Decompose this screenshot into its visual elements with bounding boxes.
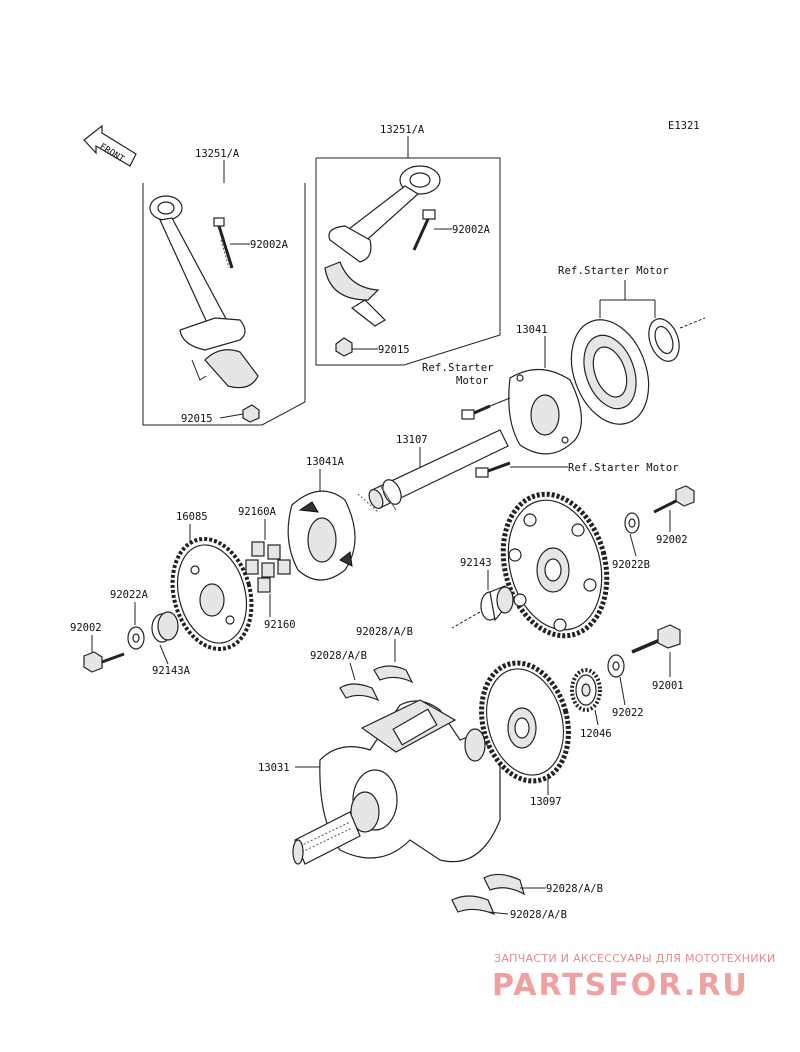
label-92022A: 92022A: [110, 589, 149, 601]
starter-clutch-ring: [570, 319, 650, 425]
nut-left: [242, 404, 260, 423]
starter-shaft: [357, 429, 509, 513]
connecting-rod-left: [149, 195, 259, 389]
main-bearing-shell-lower-b: [451, 895, 496, 916]
gear-16085: [170, 537, 254, 651]
label-nut-left: 92015: [181, 413, 213, 425]
bolt-92001-group: 92001: [631, 624, 684, 692]
label-bolt-left: 92002A: [250, 239, 289, 251]
diagram-code: E1321: [668, 120, 700, 132]
watermark-brand: PARTSFOR.RU: [492, 968, 749, 1003]
label-16085: 16085: [176, 511, 208, 523]
watermark-tagline: ЗАПЧАСТИ И АКСЕССУАРЫ ДЛЯ МОТОТЕХНИКИ: [494, 952, 776, 965]
label-92143: 92143: [460, 557, 492, 569]
bolt-92001: [631, 624, 681, 654]
conrod-right-group: 13251/A 92002A 92015: [315, 124, 501, 366]
label-bearing-lower-1: 92028/A/B: [546, 883, 603, 895]
label-92143A: 92143A: [152, 665, 191, 677]
bolt-92002-right: [653, 485, 695, 514]
starter-bolt-upper: [461, 404, 491, 420]
label-92022: 92022: [612, 707, 644, 719]
label-ref-starter-mid-1: Ref.Starter: [422, 362, 494, 374]
label-ref-starter-mid-2: Motor: [456, 375, 489, 387]
crankshaft: [292, 699, 501, 865]
coupling-hub: [287, 490, 356, 581]
label-13031: 13031: [258, 762, 290, 774]
bearing-92143: [480, 585, 514, 622]
washer-92022A: [127, 626, 145, 650]
shaft-13107-group: 13107: [357, 429, 509, 513]
bush-92143A: [151, 611, 179, 643]
label-ref-starter-top: Ref.Starter Motor: [558, 265, 669, 277]
gear-16085-group: 16085 92022A 92143A 92002: [70, 511, 254, 677]
large-gear: [500, 491, 610, 639]
rubber-damper: [245, 541, 291, 593]
washer-92022B: [624, 512, 640, 534]
label-bolt-right: 92002A: [452, 224, 491, 236]
crankshaft-group: 13031: [258, 699, 501, 865]
bolt-right: [412, 209, 436, 251]
starter-clutch-housing: [508, 368, 583, 455]
label-13041A: 13041A: [306, 456, 345, 468]
label-92160: 92160: [264, 619, 296, 631]
large-gear-group: 92143 92022B 92002: [451, 485, 695, 639]
nut-right: [335, 337, 353, 357]
label-13041: 13041: [516, 324, 548, 336]
front-arrow-icon: FRONT: [83, 124, 137, 167]
label-conrod-right: 13251/A: [380, 124, 425, 136]
label-92001: 92001: [652, 680, 684, 692]
gear-12046: [570, 668, 602, 712]
main-bearing-shell-lower-a: [483, 873, 525, 896]
label-92002-right: 92002: [656, 534, 688, 546]
washer-92022: [607, 654, 625, 678]
main-bearing-shell-upper-a: [339, 683, 380, 702]
label-92022B: 92022B: [612, 559, 650, 571]
connecting-rod-right: [324, 165, 441, 327]
conrod-right-frame: [315, 157, 501, 366]
label-92002-left: 92002: [70, 622, 102, 634]
gear-13097-group: 13097: [479, 660, 571, 808]
label-bearing-upper-1: 92028/A/B: [356, 626, 413, 638]
label-nut-right: 92015: [378, 344, 410, 356]
hub-13041A-group: 13041A: [287, 456, 356, 581]
starter-bolt-lower: [475, 461, 511, 478]
label-ref-starter-low: Ref.Starter Motor: [568, 462, 679, 474]
gear-13097: [479, 660, 571, 784]
bolt-left: [213, 217, 234, 269]
starter-clutch-group: Ref.Starter Motor 13041 Ref.Starter Moto…: [422, 265, 706, 478]
label-92160A: 92160A: [238, 506, 277, 518]
watermark: ЗАПЧАСТИ И АКСЕССУАРЫ ДЛЯ МОТОТЕХНИКИ PA…: [492, 952, 776, 1003]
damper-group: 92160A 92160: [238, 506, 296, 631]
main-bearing-shell-upper-b: [373, 665, 414, 684]
washer-92022-group: 92022: [607, 654, 644, 719]
label-12046: 12046: [580, 728, 612, 740]
label-bearing-lower-2: 92028/A/B: [510, 909, 567, 921]
gear-12046-group: 12046: [570, 668, 612, 740]
label-13097: 13097: [530, 796, 562, 808]
label-13107: 13107: [396, 434, 428, 446]
label-conrod-left: 13251/A: [195, 148, 240, 160]
label-bearing-upper-2: 92028/A/B: [310, 650, 367, 662]
starter-washer-ring: [648, 318, 680, 362]
conrod-left-frame: [142, 183, 306, 426]
upper-bearings-group: 92028/A/B 92028/A/B: [310, 626, 414, 702]
bolt-92002-left: [83, 651, 125, 673]
lower-bearings-group: 92028/A/B 92028/A/B: [451, 873, 603, 921]
conrod-left-group: 13251/A 92002A 92015: [142, 148, 306, 426]
